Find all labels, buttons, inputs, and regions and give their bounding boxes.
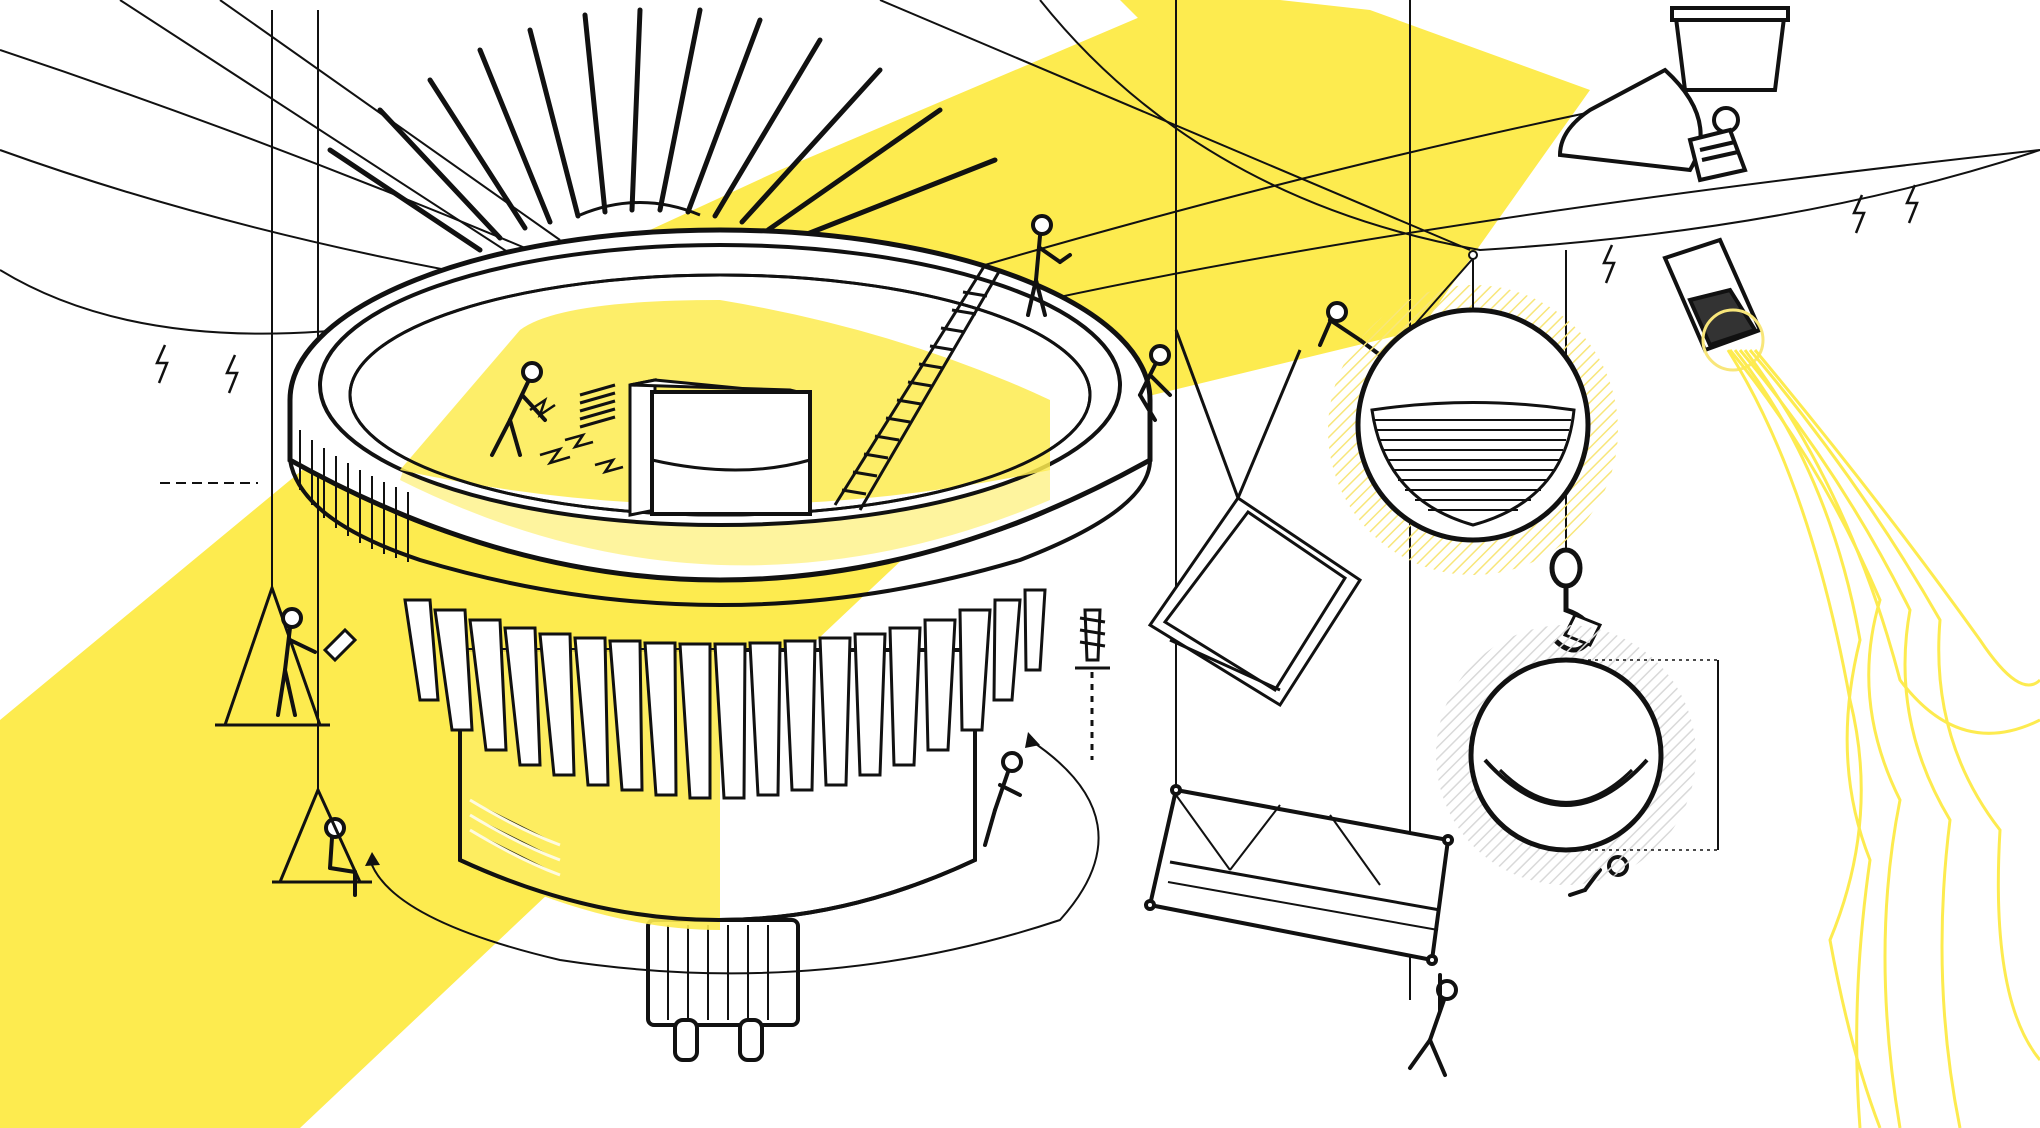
ladder-icon <box>833 264 1002 511</box>
flood-lamp <box>1662 237 1765 372</box>
hanging-panel <box>1144 784 1454 966</box>
lightbulb-icon <box>287 227 1153 1062</box>
spotlight-icon <box>1557 6 1790 183</box>
glass-pane-frame <box>1147 329 1363 708</box>
screw-icon <box>322 608 1110 760</box>
shell-sphere <box>1436 625 1720 885</box>
liquid-sphere <box>1328 250 1618 575</box>
light-strands <box>1726 349 2040 1128</box>
rotation-arrow <box>369 739 1100 975</box>
hanging-triangle-platforms <box>215 583 372 884</box>
